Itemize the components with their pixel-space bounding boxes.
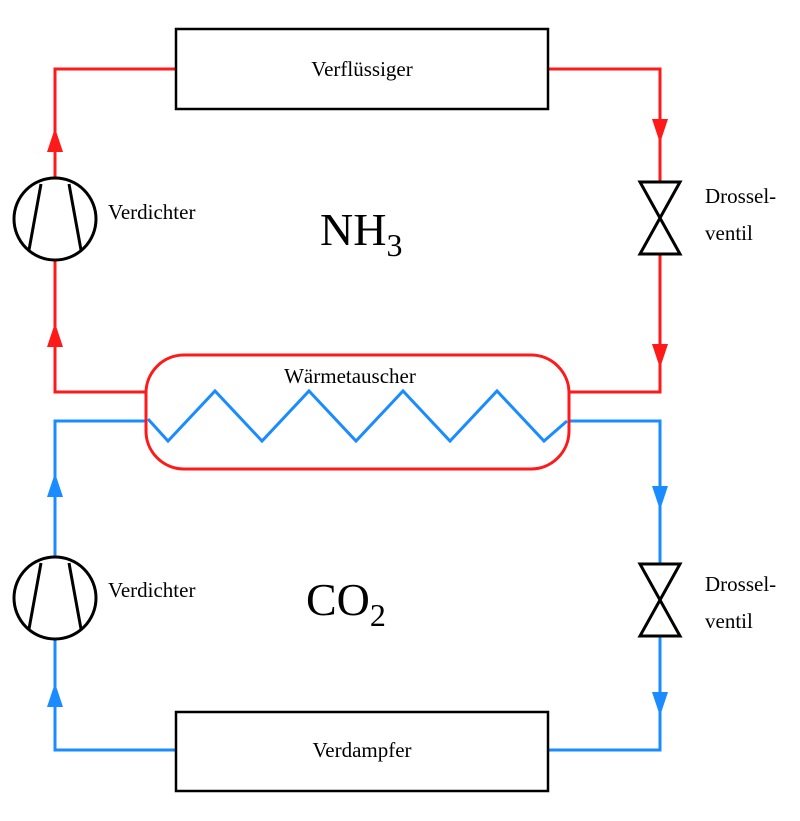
upper-valve-label-line2: ventil: [705, 221, 753, 245]
lower-compressor-label: Verdichter: [108, 578, 195, 602]
lower-right-pipe: [548, 419, 662, 752]
lower-valve-label-line2: ventil: [705, 609, 753, 633]
condenser-label: Verflüssiger: [311, 57, 412, 81]
heat-exchanger-coil: [146, 388, 568, 444]
heat-exchanger-label: Wärmetauscher: [284, 364, 416, 388]
condenser-box: [174, 27, 550, 111]
lower-flow-arrows: [47, 473, 668, 716]
upper-flow-arrows: [47, 119, 668, 368]
upper-valve-label-line1: Drossel-: [705, 184, 776, 208]
arrow-down-icon: [652, 486, 668, 510]
upper-refrigerant-main: NH: [320, 204, 386, 255]
heat-exchanger-vessel: [144, 353, 571, 471]
evaporator-box: [174, 710, 550, 793]
upper-right-pipe: [548, 67, 662, 394]
upper-refrigerant-label: NH3: [320, 204, 402, 263]
upper-compressor-icon: [12, 176, 98, 262]
lower-valve-label-line1: Drossel-: [705, 572, 776, 596]
arrow-down-icon: [652, 119, 668, 143]
lower-refrigerant-label: CO2: [306, 574, 386, 633]
evaporator-label: Verdampfer: [312, 738, 411, 762]
arrow-up-icon: [47, 128, 63, 152]
upper-throttle-valve-icon: [637, 180, 683, 256]
upper-refrigerant-subscript: 3: [386, 227, 402, 263]
arrow-up-icon: [47, 323, 63, 347]
lower-throttle-valve-icon: [637, 562, 683, 638]
arrow-down-icon: [652, 344, 668, 368]
lower-refrigerant-main: CO: [306, 574, 370, 625]
arrow-up-icon: [47, 473, 63, 497]
arrow-down-icon: [652, 692, 668, 716]
lower-refrigerant-subscript: 2: [370, 597, 386, 633]
arrow-up-icon: [47, 683, 63, 707]
lower-compressor-icon: [12, 555, 98, 641]
upper-compressor-label: Verdichter: [108, 200, 195, 224]
